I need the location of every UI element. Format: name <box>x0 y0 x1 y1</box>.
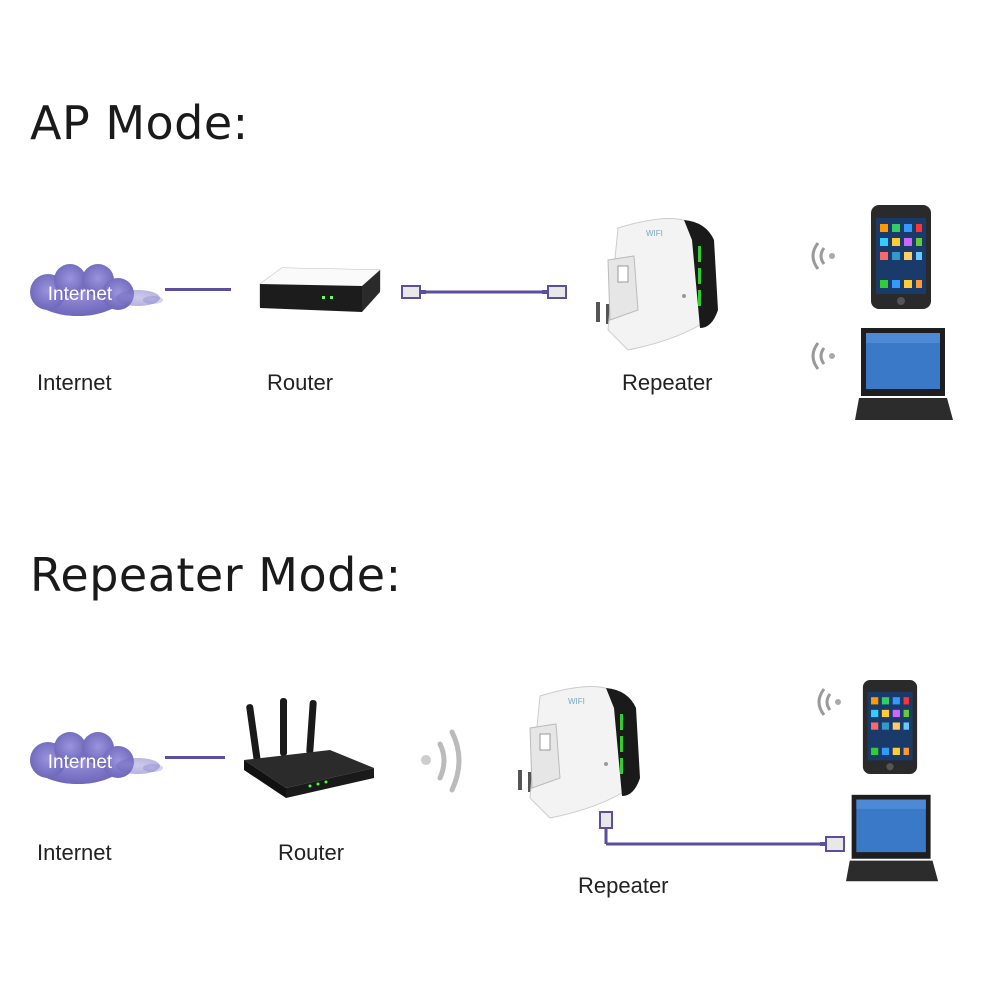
rep-router-icon <box>240 694 380 804</box>
ap-router-label: Router <box>267 370 334 395</box>
rep-internet-cloud-icon: Internet <box>18 726 163 798</box>
svg-text:WIFI: WIFI <box>646 229 663 238</box>
repeater-mode-title: Repeater Mode: <box>30 548 402 602</box>
rep-ethernet-cable <box>598 808 848 854</box>
ap-laptop-icon <box>855 326 955 424</box>
rep-laptop-icon <box>846 792 940 886</box>
ap-router-icon <box>252 262 387 332</box>
ap-laptop-wifi-icon <box>808 338 844 374</box>
ap-ethernet-cable <box>400 282 570 302</box>
rep-repeater-label: Repeater <box>578 873 669 898</box>
ap-phone-wifi-icon <box>808 238 844 274</box>
ap-phone-icon <box>870 204 932 310</box>
ap-cloud-text: Internet <box>48 284 113 305</box>
rep-phone-wifi-icon <box>814 684 850 720</box>
ap-internet-cloud-icon: Internet <box>18 258 163 330</box>
rep-internet-label: Internet <box>37 840 112 865</box>
ap-repeater-icon: WIFI <box>588 210 718 360</box>
rep-cloud-text: Internet <box>48 752 113 773</box>
ap-mode-title: AP Mode: <box>30 96 249 150</box>
svg-text:WIFI: WIFI <box>568 697 585 706</box>
rep-repeater-icon: WIFI <box>510 678 640 828</box>
rep-router-wifi-icon <box>414 726 470 796</box>
ap-internet-label: Internet <box>37 370 112 395</box>
rep-internet-router-line <box>165 756 225 759</box>
ap-internet-router-line <box>165 288 231 291</box>
rep-router-label: Router <box>278 840 345 865</box>
ap-repeater-label: Repeater <box>622 370 713 395</box>
rep-phone-icon <box>862 678 918 776</box>
